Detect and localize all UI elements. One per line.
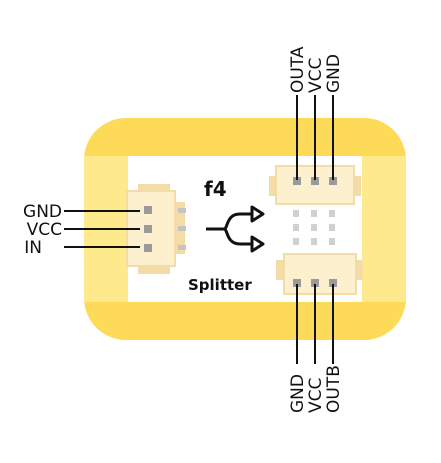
output-a-pin-label-3: GND [324,54,344,93]
output-b-pin-label-1: GND [288,374,308,413]
frame-right-band [362,156,406,302]
pin-column-dot [293,238,299,245]
output-b-connector [276,253,363,295]
split-arrow-head-top [250,205,265,223]
output-a-pin-3 [329,177,337,185]
input-pin-3 [144,244,152,252]
output-b-tab-left [276,260,285,280]
module-name: f4 [204,177,227,201]
output-a-tab-left [269,176,278,196]
output-a-pin-1 [293,177,301,185]
input-wires [64,210,140,248]
input-pin-label-1: GND [23,202,62,222]
input-connector-tab-bottom [138,265,170,274]
output-b-wires [296,284,334,364]
input-pin-stub-1 [178,208,186,213]
input-pin-label-3: IN [24,238,42,258]
split-arrow-head-bottom [250,235,265,253]
output-b-pin-label-3: OUTB [324,365,344,413]
output-b-pin-1 [293,279,301,287]
pin-column-dot [293,210,299,217]
output-a-pin-label-2: VCC [306,58,326,93]
output-b-pin-2 [311,279,319,287]
input-connector-tab-top [138,184,170,193]
pin-columns [293,210,335,245]
input-pin-stub-3 [178,245,186,250]
output-b-pin-label-2: VCC [306,378,326,413]
output-a-connector [269,165,361,205]
pin-column-dot [311,210,317,217]
pin-column-dot [329,224,335,231]
input-pin-1 [144,206,152,214]
input-pin-label-2: VCC [27,220,62,240]
input-pin-stub-2 [178,226,186,231]
output-b-tab-right [354,260,363,280]
output-a-tab-right [352,176,361,196]
split-arrow-icon [206,205,265,253]
pin-column-dot [311,224,317,231]
pin-column-dot [311,238,317,245]
output-a-wires [296,95,334,180]
pin-column-dot [293,224,299,231]
pin-column-dot [329,210,335,217]
pin-column-dot [329,238,335,245]
output-b-body [283,253,357,295]
output-b-pin-3 [329,279,337,287]
split-arrow-branches [222,212,252,246]
output-a-pin-label-1: OUTA [288,46,308,93]
module-label: Splitter [188,276,252,294]
output-a-pin-2 [311,177,319,185]
input-pin-2 [144,225,152,233]
